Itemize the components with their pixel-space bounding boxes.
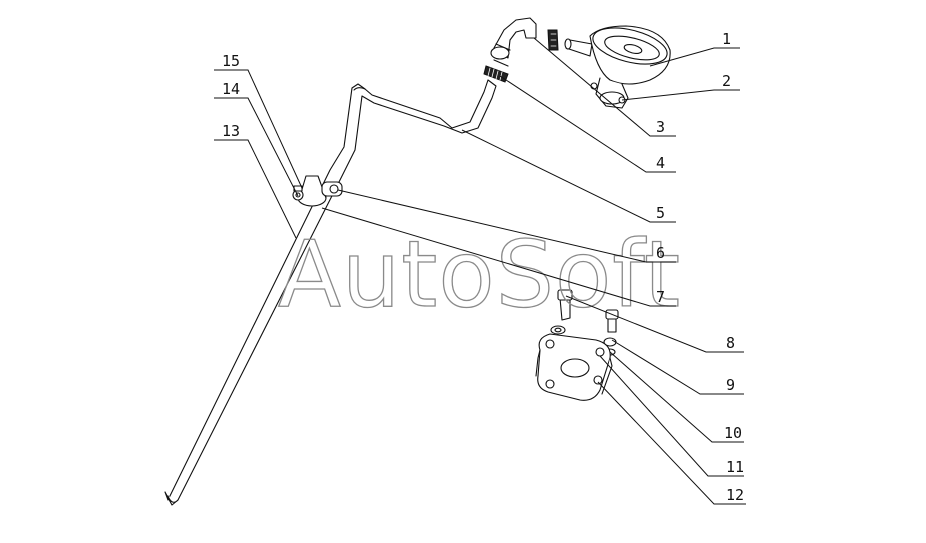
callout-8: 8 — [726, 334, 735, 352]
leader-lines — [214, 37, 746, 505]
callout-12: 12 — [726, 486, 744, 504]
callout-10: 10 — [724, 424, 742, 442]
leader-13 — [214, 139, 297, 239]
leader-11 — [599, 355, 744, 477]
callout-5: 5 — [656, 204, 665, 222]
callout-13: 13 — [222, 122, 240, 140]
callout-14: 14 — [222, 80, 240, 98]
callout-6: 6 — [656, 244, 665, 262]
callout-labels: 1 2 3 4 5 6 7 8 9 10 11 12 13 14 15 — [222, 30, 744, 504]
leader-1 — [649, 47, 740, 67]
leader-4 — [499, 75, 676, 173]
elbow-hose — [490, 17, 537, 67]
callout-7: 7 — [656, 288, 665, 306]
leader-7 — [321, 207, 676, 307]
leader-12 — [597, 381, 746, 505]
flange-assembly — [535, 289, 619, 401]
watermark-text: AutoSoft — [278, 221, 681, 328]
callout-15: 15 — [222, 52, 240, 70]
leader-6 — [337, 189, 676, 263]
callout-4: 4 — [656, 154, 665, 172]
callout-11: 11 — [726, 458, 744, 476]
spring-clamp-4 — [483, 65, 509, 83]
small-clip — [547, 29, 559, 51]
leader-15 — [214, 69, 303, 189]
leader-2 — [621, 89, 740, 101]
callout-3: 3 — [656, 118, 665, 136]
callout-2: 2 — [722, 72, 731, 90]
breather-tube — [164, 79, 497, 506]
leader-3 — [533, 37, 676, 137]
leader-9 — [611, 339, 744, 395]
tube-clamp — [292, 175, 343, 207]
leader-10 — [609, 351, 744, 443]
leader-5 — [461, 129, 676, 223]
breather-cap — [564, 25, 671, 109]
leader-8 — [565, 295, 744, 353]
callout-1: 1 — [722, 30, 731, 48]
callout-9: 9 — [726, 376, 735, 394]
leader-14 — [214, 97, 299, 197]
